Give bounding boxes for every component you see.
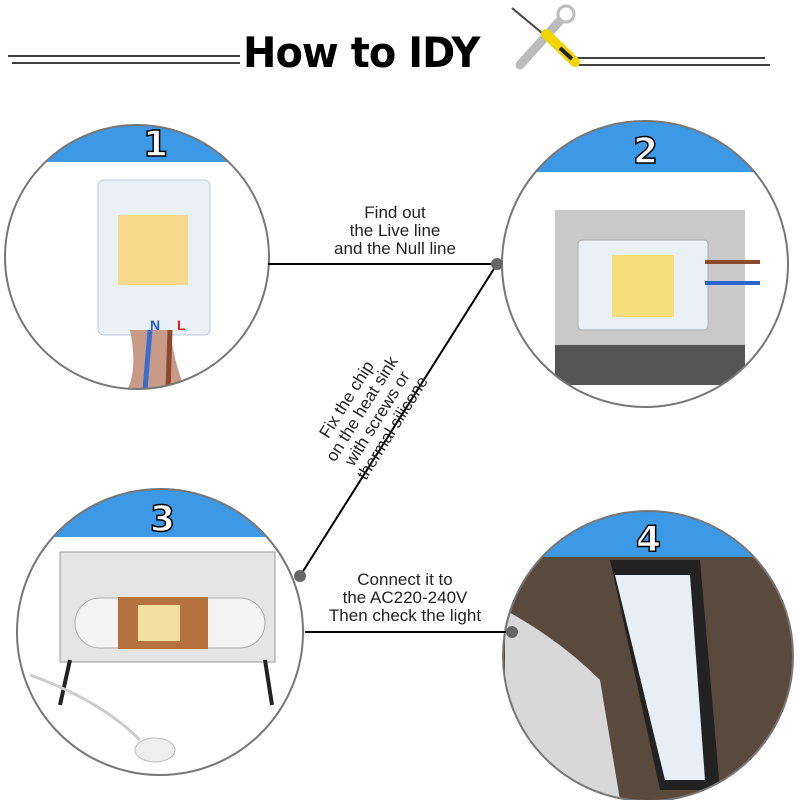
header-rule-right xyxy=(575,57,770,66)
step-3-circle xyxy=(16,488,304,776)
step-1-caption: Find out the Live line and the Null line xyxy=(300,204,490,258)
caption-line: Connect it to xyxy=(357,570,453,589)
caption-line: Then check the light xyxy=(328,606,482,625)
neutral-label: N xyxy=(150,317,160,333)
header-rule-left xyxy=(8,55,240,64)
connector-lines xyxy=(268,263,510,633)
step-4-circle xyxy=(502,510,794,800)
step-3-caption: Connect it to the AC220-240V Then check … xyxy=(305,571,505,625)
caption-line: and the Null line xyxy=(334,239,456,258)
step-3-number: 3 xyxy=(150,499,175,540)
caption-line: Find out xyxy=(364,203,426,222)
step-1-number: 1 xyxy=(143,124,168,165)
caption-line: the AC220-240V xyxy=(342,588,468,607)
connector-dot xyxy=(506,626,518,638)
step-1-photo: N L xyxy=(5,125,269,389)
live-label: L xyxy=(177,317,186,333)
wrench-screwdriver-icon xyxy=(511,4,580,70)
step-2-number: 2 xyxy=(633,131,658,172)
connector-dot xyxy=(491,258,503,270)
connector-dot xyxy=(294,570,306,582)
step-4-number: 4 xyxy=(636,519,661,560)
step-4-photo xyxy=(503,511,793,800)
caption-line: the Live line xyxy=(349,221,441,240)
step-1-circle xyxy=(4,124,270,390)
step-3-photo xyxy=(17,489,303,775)
page-title: How to IDY xyxy=(243,28,480,77)
